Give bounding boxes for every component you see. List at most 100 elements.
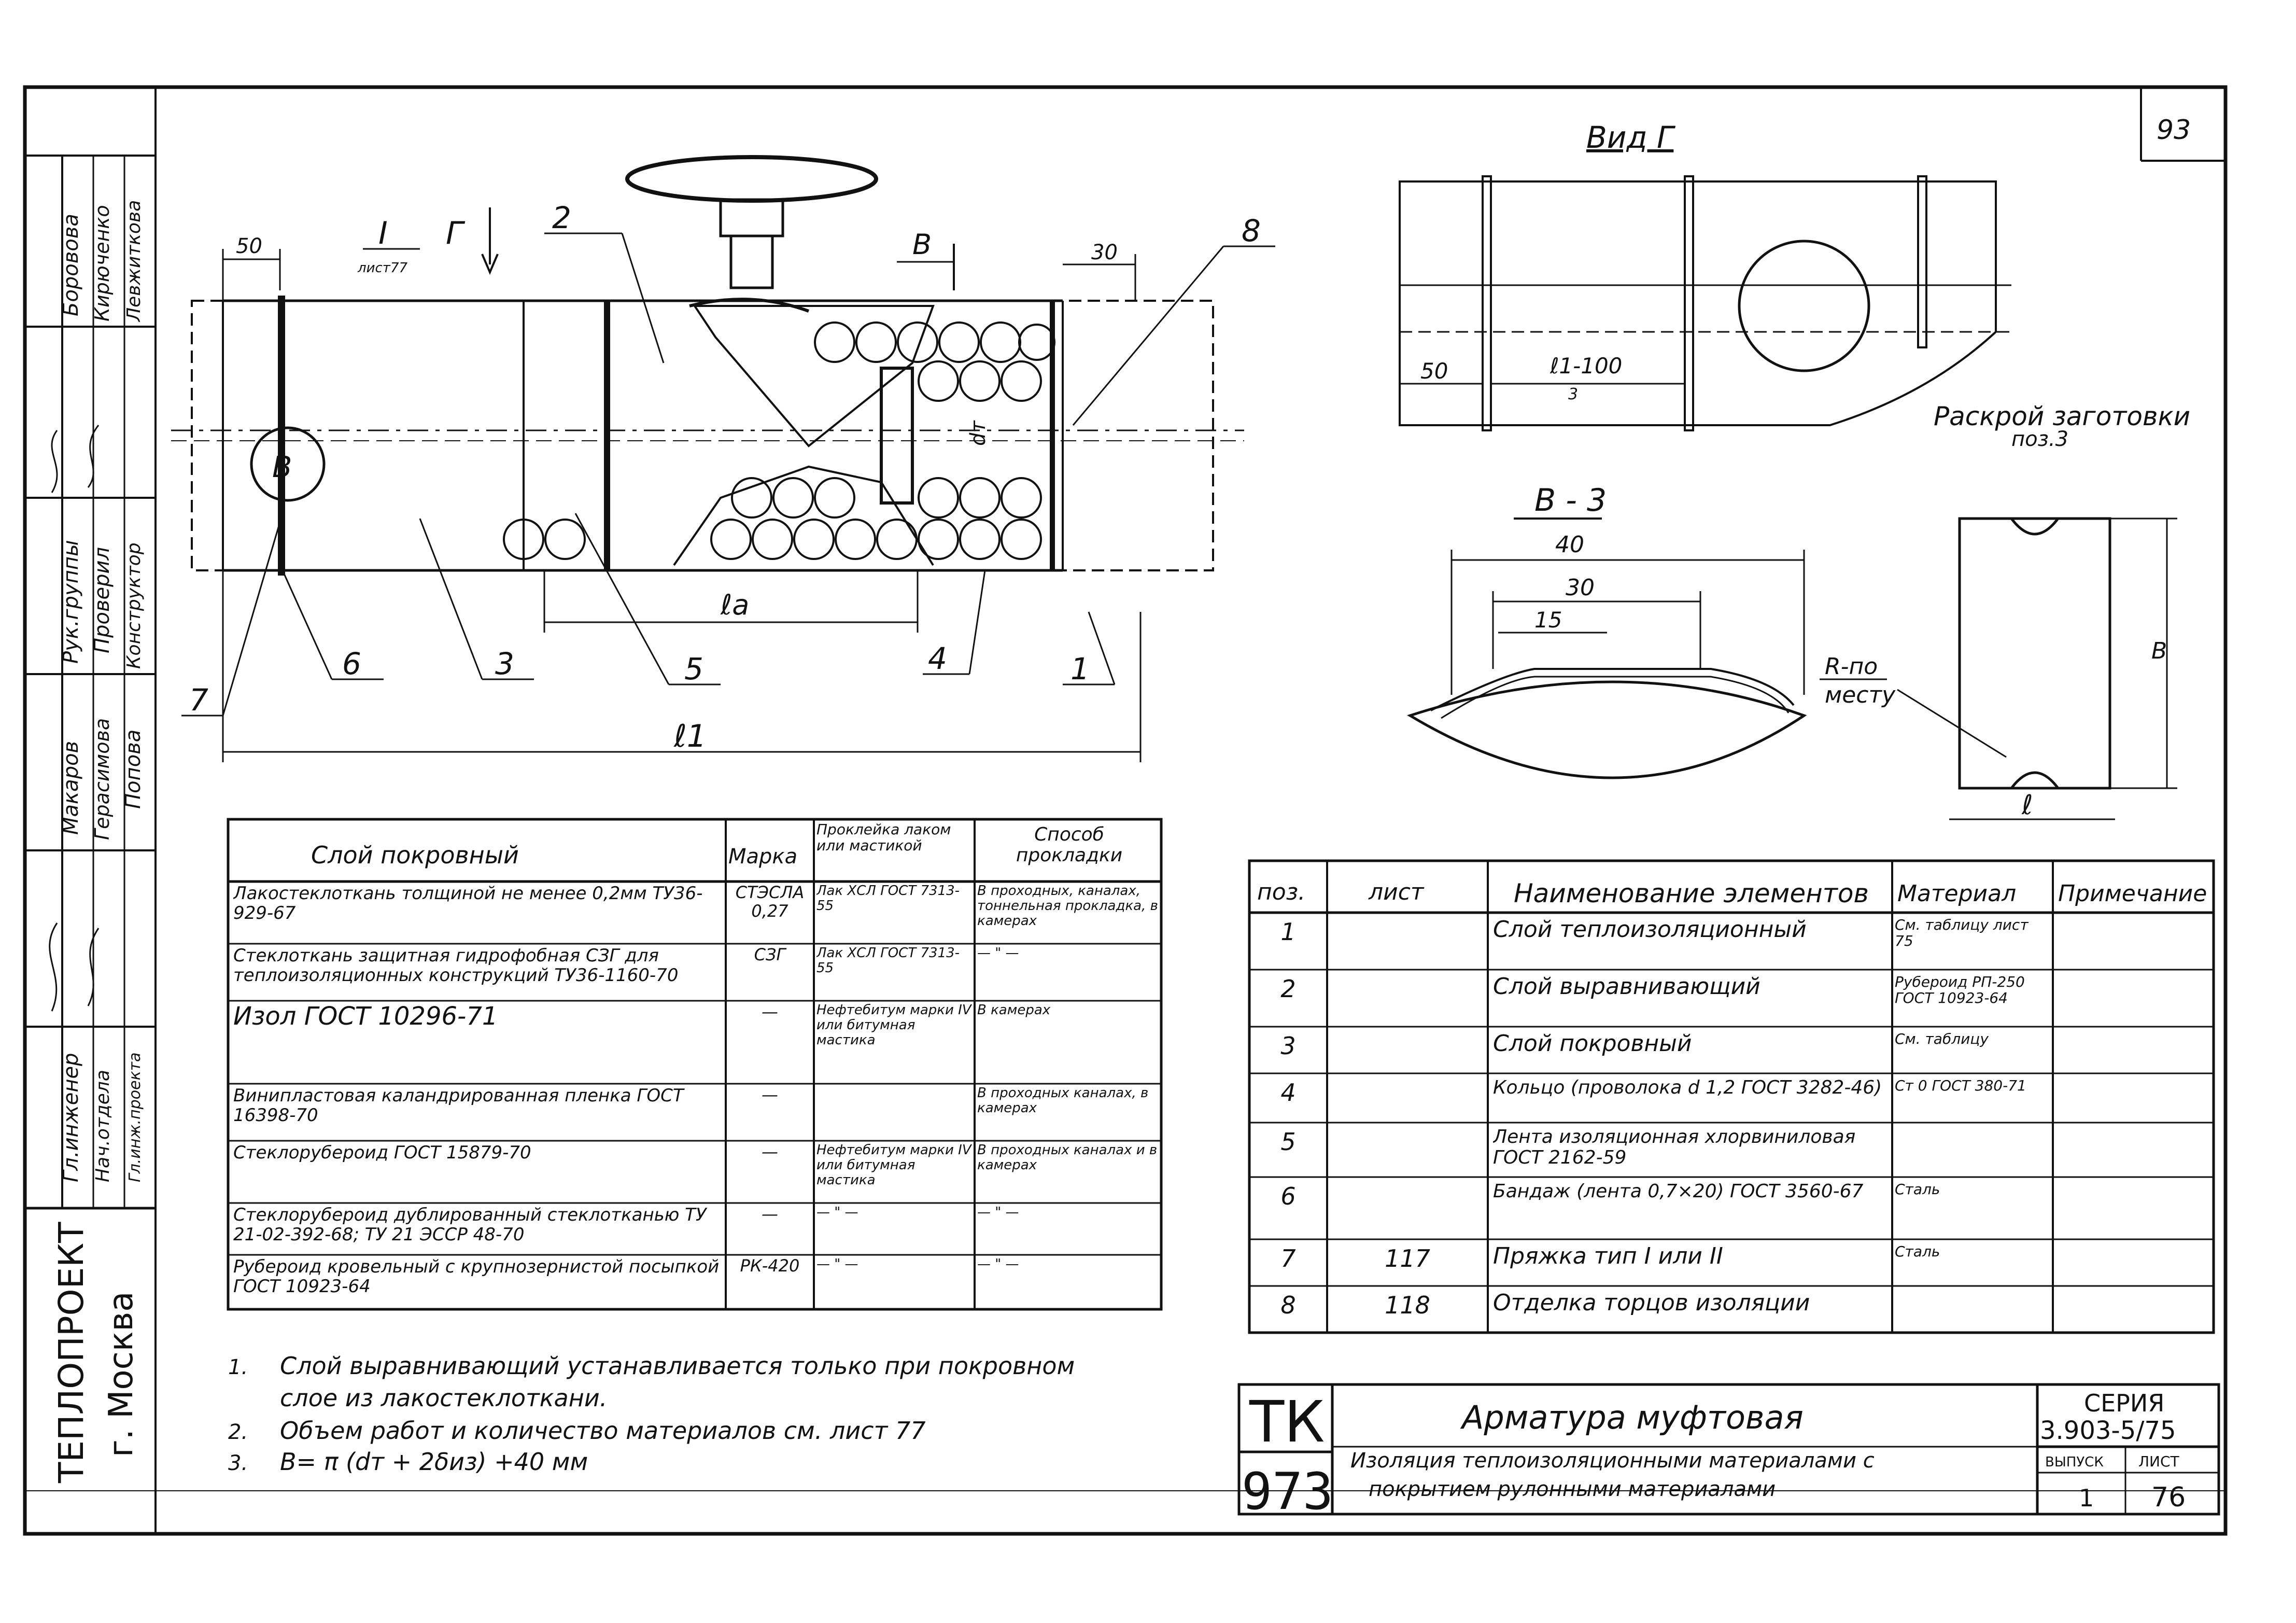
callout-6: 6 <box>342 646 361 681</box>
lt-h-layer: Слой покровный <box>311 841 519 869</box>
view-g-dim-sub: 3 <box>1568 385 1578 403</box>
issue-label: ВЫПУСК <box>2045 1454 2104 1470</box>
lt-h-method: Способ прокладки <box>1016 824 1122 865</box>
dim-50: 50 <box>236 234 262 258</box>
layer-cell-mark: СТЭСЛА 0,27 <box>736 884 805 920</box>
section-v3-shape <box>1407 680 1807 779</box>
layer-cell-method: — " — <box>977 946 1019 961</box>
layer-cell-mark: РК-420 <box>740 1257 800 1275</box>
view-g-title: Вид Г <box>1586 120 1676 155</box>
layer-cell-name: Изол ГОСТ 10296-71 <box>233 1003 498 1030</box>
section-v3: В - 3 40 30 15 R-по месту В ℓ <box>1407 482 2177 821</box>
spec-cell-note <box>2055 1127 2211 1176</box>
handwritten-signature <box>51 425 100 493</box>
layer-cell-glue: Нефтебитум марки IV или битумная мастика <box>816 1143 971 1188</box>
layer-cell-name: Стеклорубероид дублированный стеклоткань… <box>233 1205 707 1244</box>
section-v3-dim-30: 30 <box>1566 575 1595 601</box>
drawing-field <box>154 86 2227 1535</box>
spec-cell-material: Сталь <box>1895 1181 1940 1197</box>
section-sheet-ref: лист77 <box>357 260 407 276</box>
callout-4: 4 <box>928 641 947 676</box>
callout-3: 3 <box>495 646 514 681</box>
layer-cell-glue: Нефтебитум марки IV или битумная мастика <box>816 1003 971 1048</box>
section-mark-i: I <box>378 215 388 251</box>
spec-cell-note <box>2055 1290 2211 1332</box>
layer-cell-method: — " — <box>977 1205 1019 1220</box>
layer-cell-name: Стеклорубероид ГОСТ 15879-70 <box>233 1143 531 1163</box>
st-h-sheet: лист <box>1368 879 1425 905</box>
spec-cell-pos: 8 <box>1280 1292 1295 1319</box>
layer-cell-method: — " — <box>977 1257 1019 1272</box>
code-973: 973 <box>1242 1462 1333 1521</box>
stamp-title: Арматура муфтовая <box>1460 1398 1804 1436</box>
spec-cell-sheet <box>1330 1033 1485 1074</box>
spec-cell-note <box>2055 1031 2211 1072</box>
handwritten-signature <box>49 922 100 1012</box>
callout-7: 7 <box>189 682 208 718</box>
spec-cell-material: Рубероид РП-250 ГОСТ 10923-64 <box>1895 974 2025 1006</box>
note-text: В= π (dт + 2δиз) +40 мм <box>280 1448 588 1476</box>
title-block: ТК 973 Арматура муфтовая Изоляция теплои… <box>1237 1383 2220 1521</box>
sig-name-1: Макаров <box>59 741 83 835</box>
layer-cell-mark: — <box>762 1086 778 1104</box>
spec-cell-sheet <box>1330 1183 1485 1240</box>
spec-table: поз. лист Наименование элементов Материа… <box>1248 859 2215 1334</box>
insulation-rolls-top <box>814 321 1055 402</box>
callout-1: 1 <box>1070 651 1090 687</box>
layer-cell-glue: Лак ХСЛ ГОСТ 7313-55 <box>816 946 960 976</box>
spec-cell-name: Кольцо (проволока d 1,2 ГОСТ 3282-46) <box>1493 1078 1882 1098</box>
layer-cell-mark: СЗГ <box>754 946 786 964</box>
layer-cell-glue <box>816 1086 972 1140</box>
mark-b-label: В <box>272 451 292 484</box>
lt-h-glue: Проклейка лаком или мастикой <box>816 822 951 854</box>
sig-role-gip: Гл.инж.проекта <box>126 1052 144 1182</box>
view-g: Вид Г 50 ℓ1-100 3 Раскрой заготовки поз.… <box>1399 120 2190 451</box>
sig-role-design: Конструктор <box>123 542 145 669</box>
sig-name-2: Герасимова <box>91 718 114 840</box>
sig-name-4: Боровова <box>59 214 83 316</box>
sig-role-check: Проверил <box>90 547 114 653</box>
spec-cell-sheet <box>1330 1080 1485 1124</box>
sheet-number: 93 <box>2157 115 2191 146</box>
layer-cell-method: В проходных каналах, в камерах <box>977 1086 1148 1116</box>
spec-cell-note <box>2055 917 2211 969</box>
dim-dt: dт <box>966 420 990 446</box>
spec-cell-sheet: 117 <box>1385 1246 1430 1272</box>
spec-cell-pos: 1 <box>1280 919 1295 945</box>
section-v3-dim-40: 40 <box>1555 531 1584 558</box>
spec-cell-sheet: 118 <box>1385 1292 1430 1319</box>
spec-cell-sheet <box>1330 919 1485 971</box>
st-h-note: Примечание <box>2058 880 2207 907</box>
spec-cell-name: Бандаж (лента 0,7×20) ГОСТ 3560-67 <box>1493 1181 1863 1202</box>
layer-cell-method: В камерах <box>977 1003 1050 1018</box>
label-r2: месту <box>1825 682 1896 708</box>
st-h-material: Материал <box>1897 880 2016 907</box>
section-mark-v: В <box>912 228 932 261</box>
layer-cell-mark: — <box>762 1003 778 1021</box>
spec-cell-sheet <box>1330 976 1485 1028</box>
spec-cell-note <box>2055 1078 2211 1122</box>
label-r: R-по <box>1825 653 1878 680</box>
lt-h-mark: Марка <box>728 845 797 869</box>
series-value: 3.903-5/75 <box>2040 1416 2176 1445</box>
layer-cell-name: Рубероид кровельный с крупнозернистой по… <box>233 1257 719 1296</box>
layer-cell-glue: — " — <box>816 1257 858 1272</box>
main-view: В <box>171 155 1275 762</box>
code-tk: ТК <box>1249 1389 1325 1455</box>
dim-la: ℓа <box>720 589 749 621</box>
spec-cell-pos: 6 <box>1280 1183 1295 1210</box>
org-city: г. Москва <box>102 1292 140 1457</box>
spec-cell-pos: 4 <box>1280 1080 1295 1106</box>
handwheel <box>625 155 878 203</box>
valve-body <box>693 305 935 447</box>
spec-cell-material: См. таблицу <box>1895 1031 1989 1047</box>
st-h-name: Наименование элементов <box>1514 878 1869 908</box>
section-v3-title: В - 3 <box>1534 482 1607 519</box>
dim-30: 30 <box>1091 241 1118 264</box>
view-g-dim-50: 50 <box>1420 358 1448 384</box>
st-h-pos: поз. <box>1257 879 1305 905</box>
layer-cell-mark: — <box>762 1143 778 1161</box>
note-number: 3. <box>228 1451 248 1475</box>
